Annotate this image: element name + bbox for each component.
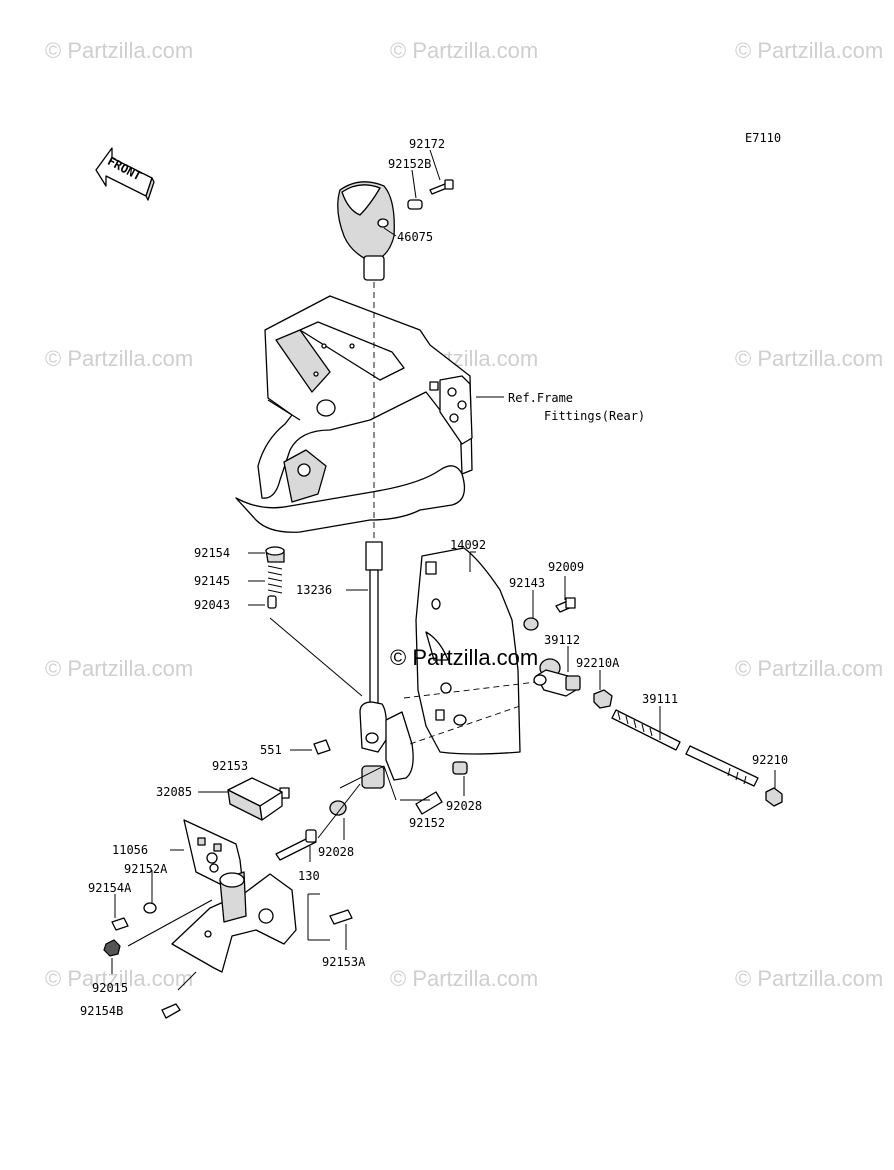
watermark: © Partzilla.com: [45, 38, 193, 63]
watermark: © Partzilla.com: [735, 38, 883, 63]
part-label-92015: 92015: [92, 981, 128, 995]
part-label-32085: 32085: [156, 785, 192, 799]
pin-551: [313, 739, 331, 755]
part-label-46075: 46075: [397, 230, 433, 244]
front-arrow-icon: FRONT: [95, 147, 155, 201]
leader-lines: [111, 149, 776, 991]
watermark: © Partzilla.com: [45, 656, 193, 681]
part-labels: 92172 92152B 46075 92154 92145 92043 132…: [80, 137, 788, 1018]
bush-92152b: [407, 199, 423, 210]
part-label-92210a: 92210A: [576, 656, 620, 670]
part-label-92154b: 92154B: [80, 1004, 123, 1018]
rod-39111: [611, 709, 759, 787]
part-label-92152a: 92152A: [124, 862, 168, 876]
watermark: © Partzilla.com: [735, 346, 883, 371]
watermark: © Partzilla.com: [735, 656, 883, 681]
ref-note-line1: Ref.Frame: [508, 391, 573, 405]
washer-92152a: [143, 902, 157, 914]
collar-92152: [415, 791, 443, 815]
detent-assembly: [265, 546, 285, 609]
part-label-13236: 13236: [296, 583, 332, 597]
watermark: © Partzilla.com: [390, 38, 538, 63]
part-label-92210: 92210: [752, 753, 788, 767]
watermark: © Partzilla.com: [45, 346, 193, 371]
nut-92210a: [593, 689, 613, 709]
part-label-92043: 92043: [194, 598, 230, 612]
shield-plate: [415, 547, 521, 755]
part-label-92145: 92145: [194, 574, 230, 588]
watermarks: © Partzilla.com © Partzilla.com © Partzi…: [45, 38, 883, 991]
bolt-92153a: [329, 909, 353, 925]
watermark: © Partzilla.com: [735, 966, 883, 991]
ball-joint-39112: [533, 658, 581, 697]
part-label-130: 130: [298, 869, 320, 883]
bolt-92154b: [161, 1003, 181, 1019]
part-label-11056: 11056: [112, 843, 148, 857]
part-label-92153a: 92153A: [322, 955, 366, 969]
watermark: © Partzilla.com: [390, 966, 538, 991]
watermark: © Partzilla.com: [45, 966, 193, 991]
nut-92210: [765, 787, 783, 807]
block-32085: [227, 777, 283, 821]
part-label-92152b: 92152B: [388, 157, 431, 171]
shift-knob: [337, 181, 395, 281]
diagram-code: E7110: [745, 131, 781, 145]
bushing-92028: [329, 800, 347, 816]
part-label-551: 551: [260, 743, 282, 757]
nut-92015: [103, 939, 121, 957]
washer-92143: [523, 617, 539, 631]
part-label-39112: 39112: [544, 633, 580, 647]
shift-lever: [359, 541, 414, 789]
part-label-92172: 92172: [409, 137, 445, 151]
mount-bracket: [171, 852, 297, 973]
bushing-92028: [452, 761, 468, 775]
part-label-92028: 92028: [318, 845, 354, 859]
part-label-92028: 92028: [446, 799, 482, 813]
part-label-92143: 92143: [509, 576, 545, 590]
part-label-92154a: 92154A: [88, 881, 132, 895]
part-label-92154: 92154: [194, 546, 230, 560]
part-label-92152: 92152: [409, 816, 445, 830]
part-label-14092: 14092: [450, 538, 486, 552]
frame-reference: [235, 295, 473, 533]
part-label-92009: 92009: [548, 560, 584, 574]
ref-note-line2: Fittings(Rear): [544, 409, 645, 423]
bolt-92154a: [111, 917, 129, 931]
part-label-92153: 92153: [212, 759, 248, 773]
bolt-130: [275, 835, 317, 861]
watermark-center: © Partzilla.com: [390, 645, 538, 670]
part-label-39111: 39111: [642, 692, 678, 706]
